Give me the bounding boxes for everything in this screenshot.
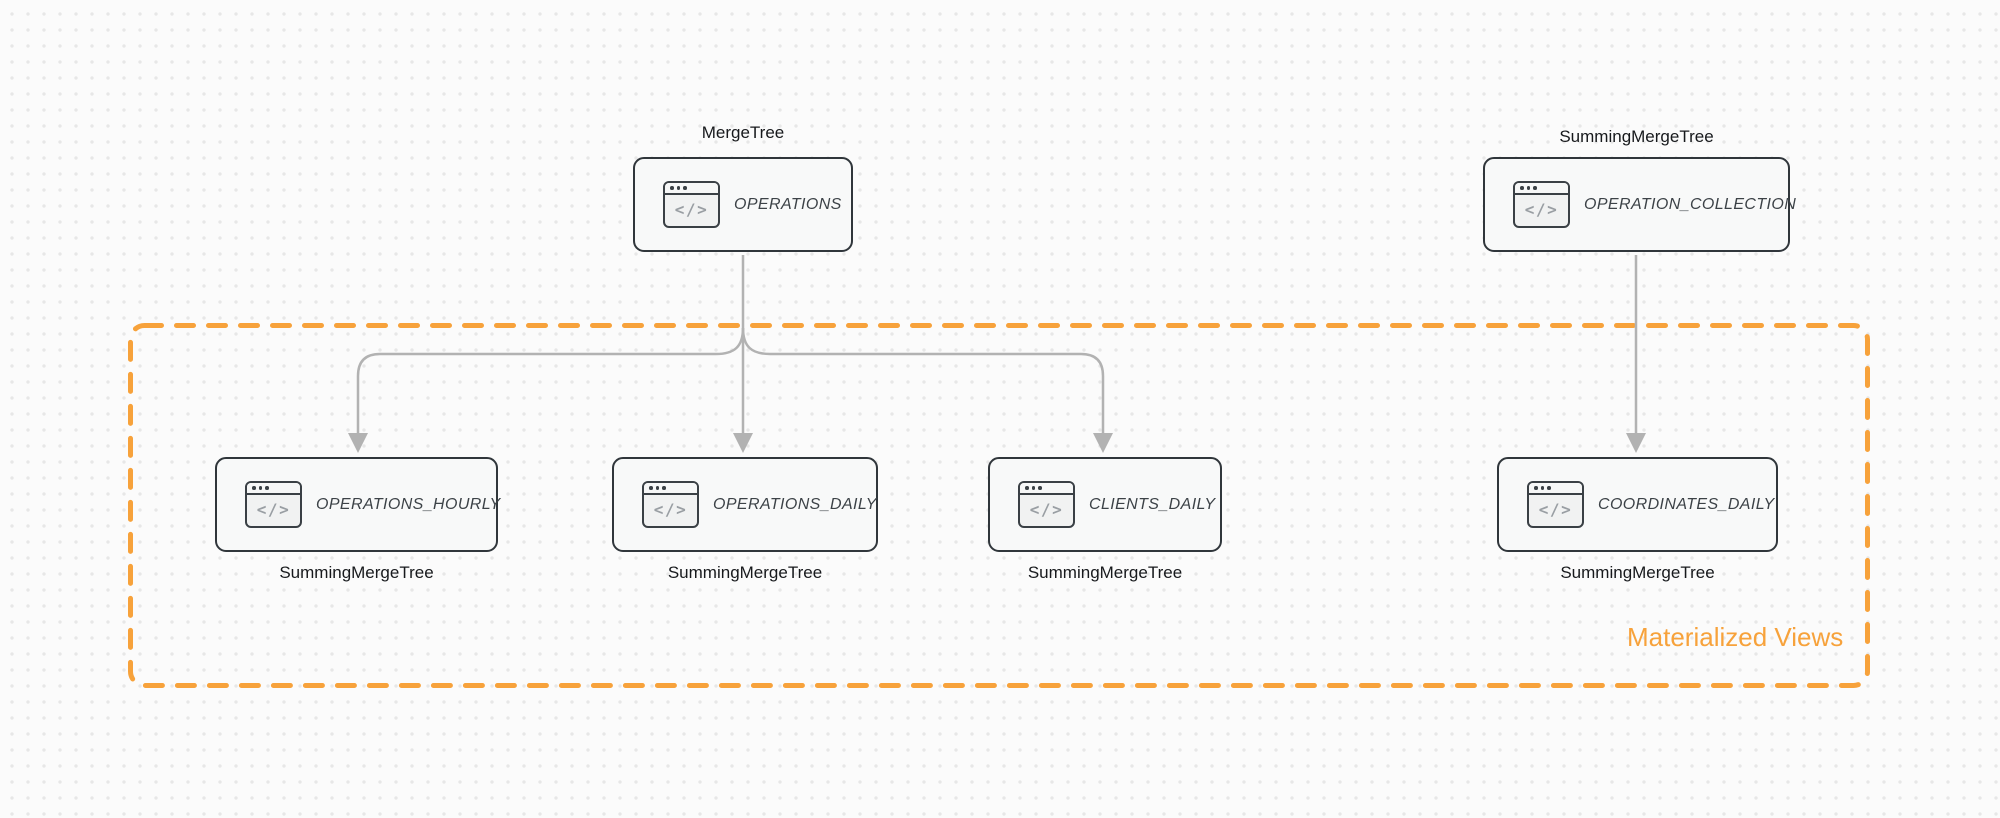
code-window-icon: </> bbox=[1018, 481, 1075, 528]
table-name: OPERATIONS_DAILY bbox=[713, 495, 877, 513]
engine-label-summingmergetree: SummingMergeTree bbox=[1027, 563, 1183, 582]
node-operations-hourly[interactable]: </> OPERATIONS_HOURLY bbox=[215, 457, 501, 552]
materialized-views-frame[interactable] bbox=[128, 323, 1870, 688]
node-operations-daily[interactable]: </> OPERATIONS_DAILY bbox=[612, 457, 878, 552]
engine-label-summingmergetree: SummingMergeTree bbox=[279, 563, 434, 582]
edge-operations-to-operations-hourly bbox=[356, 327, 745, 436]
window-dots-icon bbox=[247, 483, 300, 495]
materialized-views-label: Materialized Views bbox=[1627, 622, 1844, 652]
engine-label-summingmergetree: SummingMergeTree bbox=[1560, 563, 1715, 582]
code-window-icon: </> bbox=[1527, 481, 1584, 528]
window-dots-icon bbox=[1529, 483, 1582, 495]
edge-operations-to-clients-daily bbox=[741, 327, 1105, 436]
node-coordinates-daily[interactable]: </> COORDINATES_DAILY bbox=[1497, 457, 1778, 552]
code-glyph: </> bbox=[1538, 500, 1573, 519]
engine-label-summingmergetree: SummingMergeTree bbox=[667, 563, 823, 582]
code-glyph: </> bbox=[653, 500, 688, 519]
window-dots-icon bbox=[644, 483, 697, 495]
arrowhead-icon bbox=[348, 433, 368, 453]
code-glyph: </> bbox=[1029, 500, 1064, 519]
window-dots-icon bbox=[665, 183, 718, 195]
code-window-icon: </> bbox=[663, 181, 720, 228]
table-name: OPERATION_COLLECTION bbox=[1584, 195, 1797, 213]
table-name: CLIENTS_DAILY bbox=[1089, 495, 1216, 513]
arrowhead-icon bbox=[1093, 433, 1113, 453]
code-window-icon: </> bbox=[1513, 181, 1570, 228]
code-glyph: </> bbox=[256, 500, 291, 519]
window-dots-icon bbox=[1020, 483, 1073, 495]
node-clients-daily[interactable]: </> CLIENTS_DAILY bbox=[988, 457, 1222, 552]
node-operations[interactable]: </> OPERATIONS bbox=[633, 157, 853, 252]
engine-label-summingmergetree: SummingMergeTree bbox=[1559, 127, 1714, 146]
table-name: OPERATIONS bbox=[734, 195, 842, 213]
node-operation-collection[interactable]: </> OPERATION_COLLECTION bbox=[1483, 157, 1796, 252]
table-name: COORDINATES_DAILY bbox=[1598, 495, 1775, 513]
window-dots-icon bbox=[1515, 183, 1568, 195]
table-name: OPERATIONS_HOURLY bbox=[316, 495, 501, 513]
code-glyph: </> bbox=[1524, 200, 1559, 219]
code-window-icon: </> bbox=[245, 481, 302, 528]
code-glyph: </> bbox=[674, 200, 709, 219]
arrowhead-icon bbox=[1626, 433, 1646, 453]
engine-label-mergetree: MergeTree bbox=[701, 123, 785, 142]
arrowhead-icon bbox=[733, 433, 753, 453]
code-window-icon: </> bbox=[642, 481, 699, 528]
